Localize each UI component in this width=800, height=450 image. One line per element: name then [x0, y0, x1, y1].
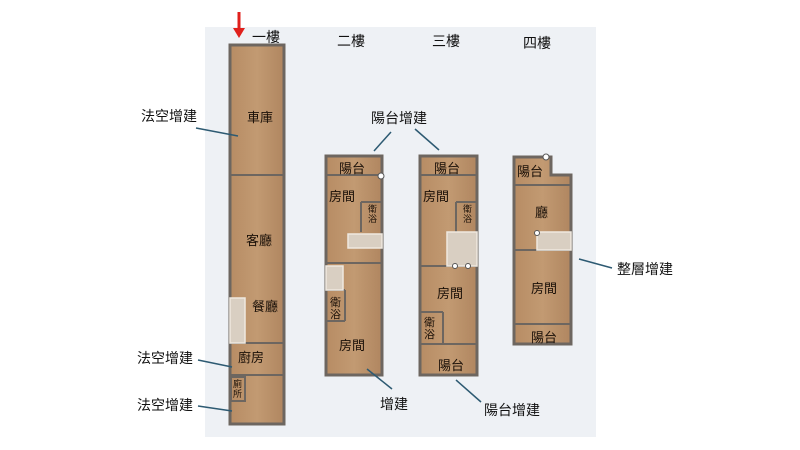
- entrance-arrow-icon: [233, 12, 245, 38]
- stairs: [229, 231, 572, 344]
- room-bedroom: 房間: [329, 190, 356, 205]
- floor-label-3: 三樓: [432, 34, 460, 50]
- room-bedroom: 房間: [437, 287, 464, 302]
- room-kitchen: 廚房: [238, 351, 265, 366]
- room-bedroom: 房間: [423, 190, 450, 205]
- annotation-legal-space-addition: 法空增建: [137, 398, 193, 414]
- floor-label-2: 二樓: [337, 34, 365, 50]
- floor-label-1: 一樓: [252, 30, 280, 46]
- annotation-balcony-addition: 陽台增建: [371, 111, 427, 127]
- leader-lines: [195, 127, 613, 412]
- floor-label-4: 四樓: [523, 36, 551, 52]
- room-bathroom: 衛浴: [330, 296, 341, 321]
- room-bathroom: 衛浴: [424, 316, 435, 341]
- room-bathroom: 衛浴: [463, 205, 473, 225]
- room-bedroom: 房間: [339, 339, 366, 354]
- room-hall: 廳: [535, 206, 549, 221]
- room-balcony: 陽台: [531, 331, 558, 346]
- annotation-legal-space-addition: 法空增建: [141, 109, 197, 125]
- annotation-addition: 增建: [380, 397, 408, 413]
- room-dining: 餐廳: [252, 300, 279, 315]
- room-bedroom: 房間: [531, 282, 558, 297]
- room-toilet: 廁所: [233, 380, 243, 400]
- room-balcony: 陽台: [517, 165, 544, 180]
- annotation-whole-floor-addition: 整層增建: [617, 262, 673, 278]
- room-garage: 車庫: [247, 111, 274, 126]
- room-balcony: 陽台: [339, 162, 366, 177]
- floor-1-plan: [228, 43, 286, 426]
- annotation-balcony-addition: 陽台增建: [484, 403, 540, 419]
- room-living: 客廳: [246, 234, 273, 249]
- room-balcony: 陽台: [438, 359, 465, 374]
- annotation-legal-space-addition: 法空增建: [137, 351, 193, 367]
- room-bathroom: 衛浴: [368, 205, 378, 225]
- room-balcony: 陽台: [434, 162, 461, 177]
